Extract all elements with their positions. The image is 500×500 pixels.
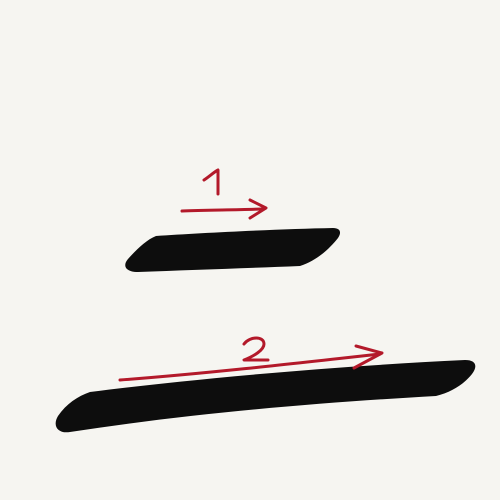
stroke-1-arrowhead <box>248 198 268 220</box>
stroke-1-brush <box>125 228 341 272</box>
stroke-2-brush <box>55 360 476 433</box>
stroke-2-arrowhead <box>352 344 384 370</box>
stroke-1-arrow <box>180 207 264 213</box>
stroke-2-arrow <box>118 352 382 382</box>
stroke-2-number <box>242 336 270 362</box>
stroke-1-number <box>202 168 220 196</box>
